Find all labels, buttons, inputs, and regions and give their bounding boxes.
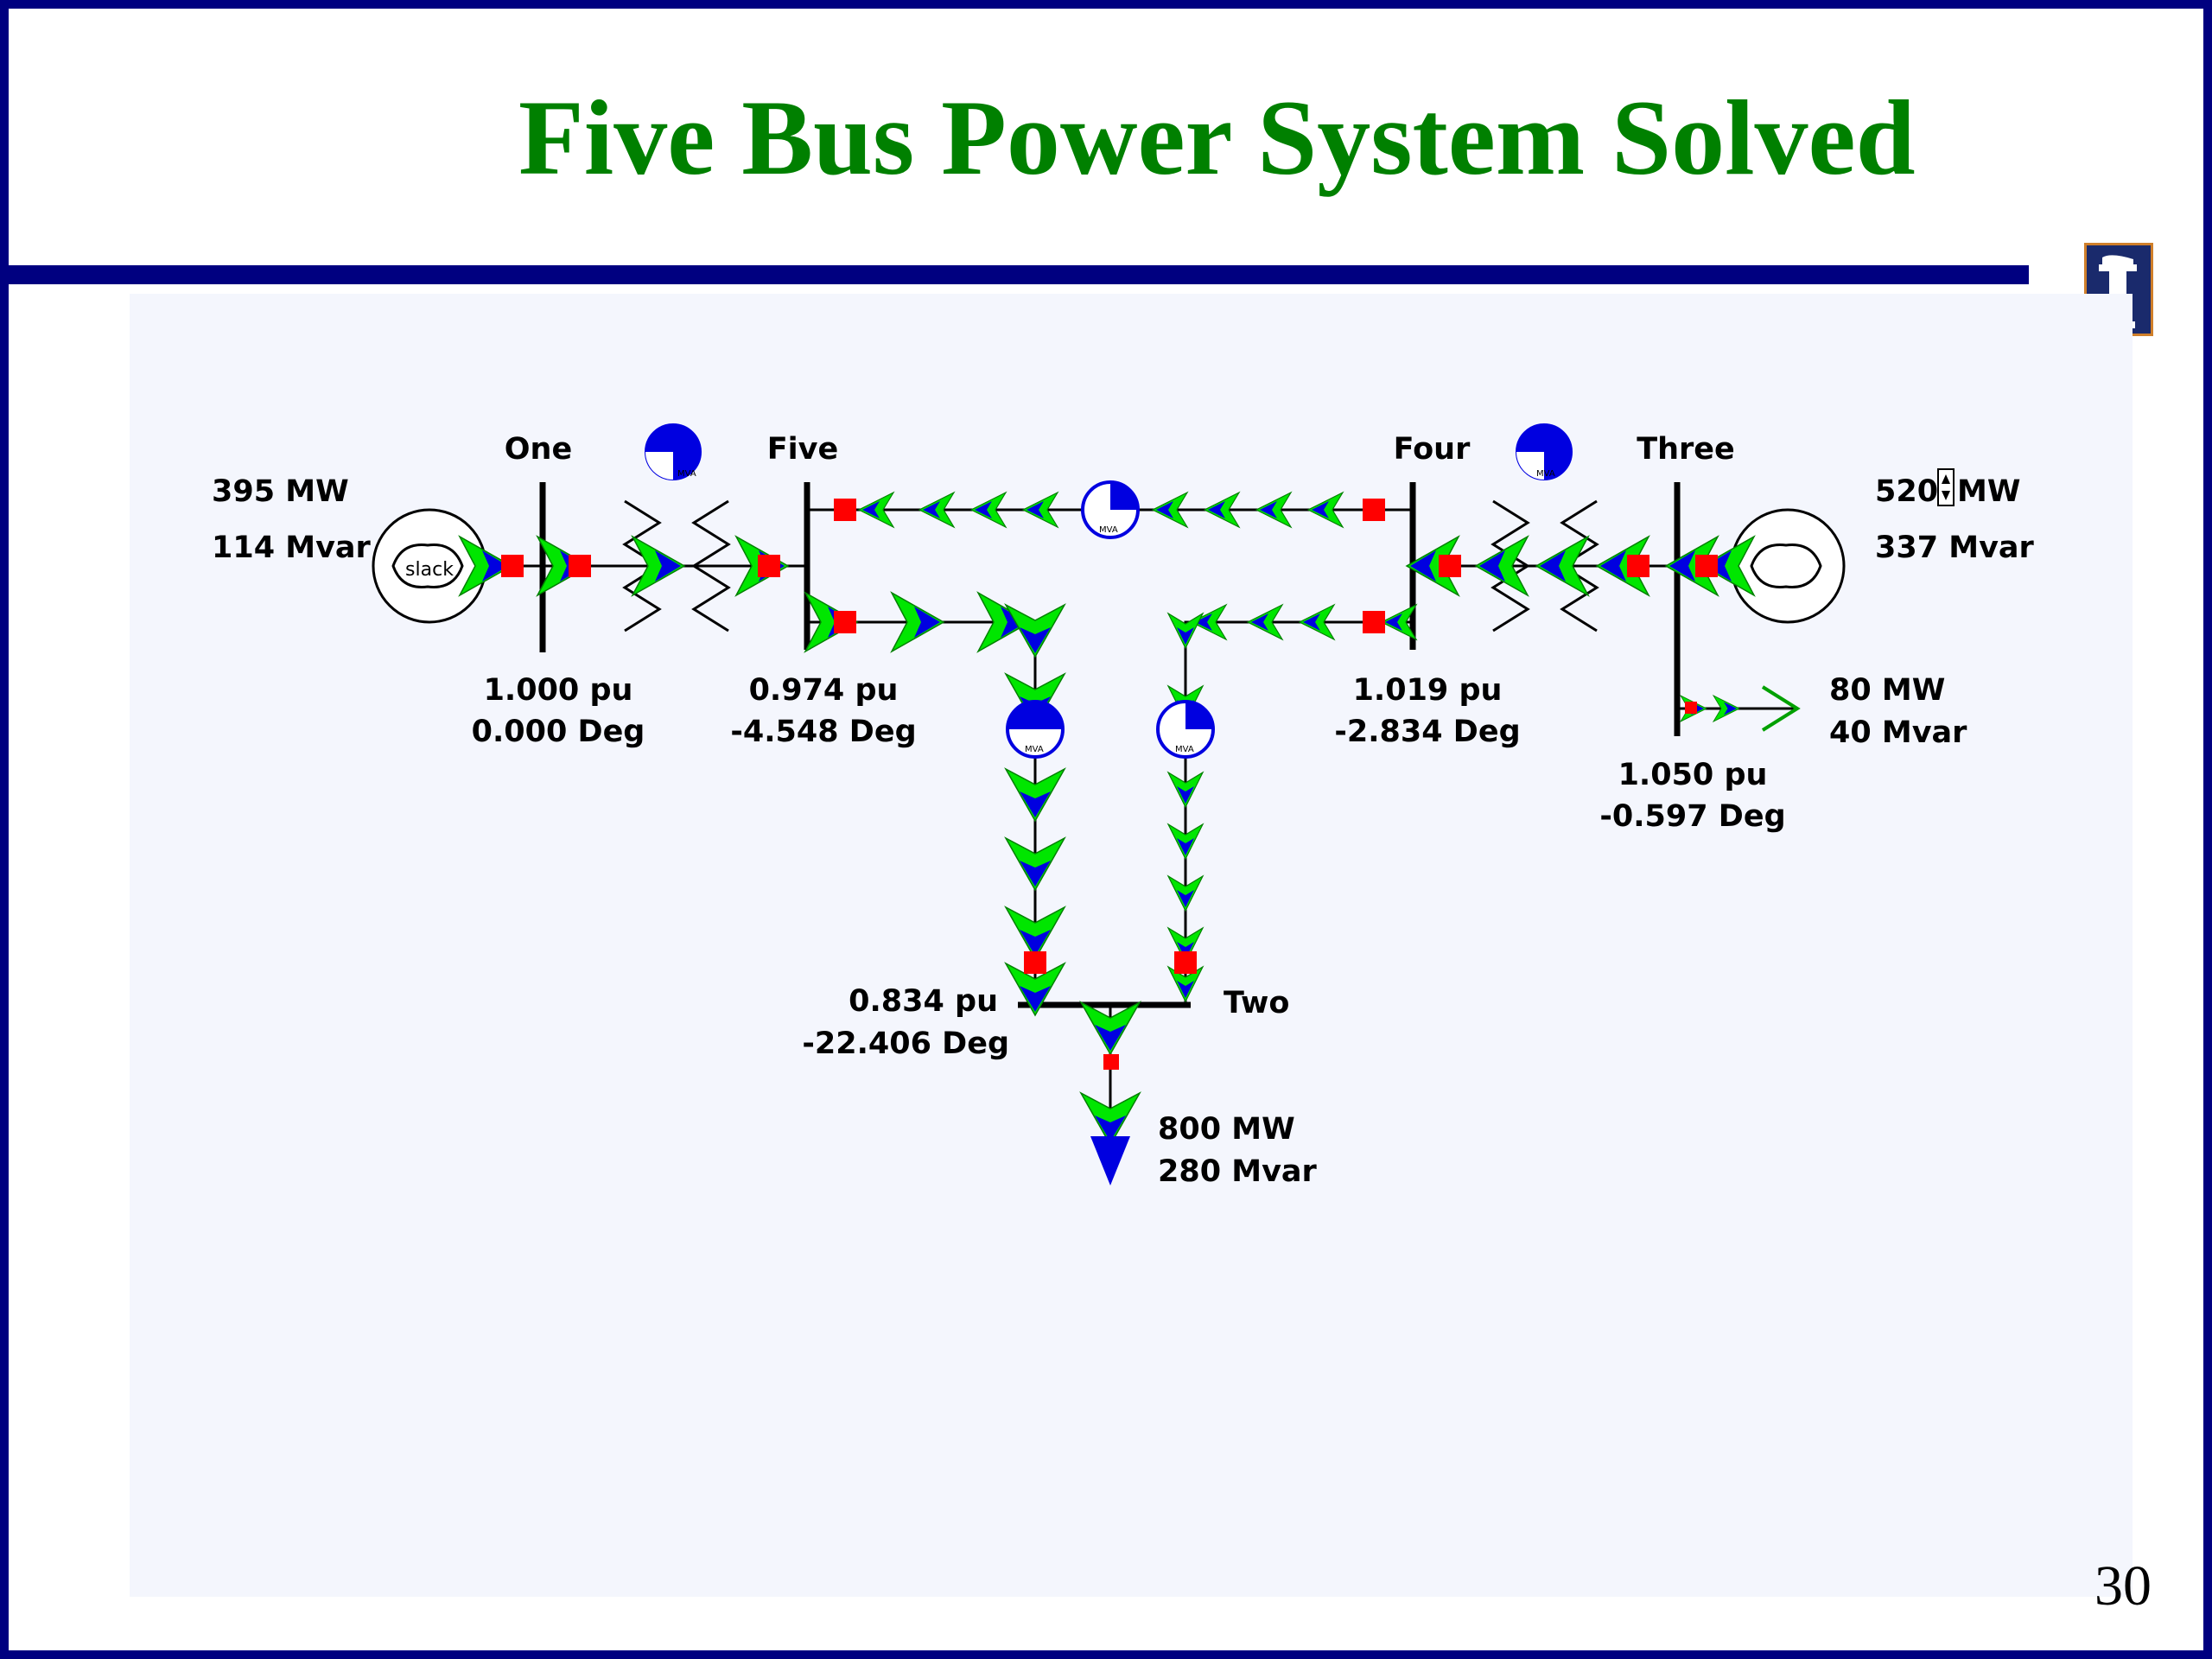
bus-five-angle: -4.548 Deg bbox=[730, 715, 916, 749]
breaker-square-icon[interactable] bbox=[501, 555, 524, 577]
breaker-square-icon[interactable] bbox=[1439, 555, 1461, 577]
mva-pie-icon: MVA bbox=[1156, 700, 1215, 759]
load-three-mvar: 40 Mvar bbox=[1829, 715, 1967, 750]
bus-name-four: Four bbox=[1394, 432, 1471, 467]
bus-name-two: Two bbox=[1224, 986, 1289, 1020]
bus-two-voltage: 0.834 pu bbox=[849, 984, 998, 1019]
breaker-square-icon[interactable] bbox=[1103, 1054, 1119, 1070]
breaker-square-icon[interactable] bbox=[1174, 951, 1197, 974]
breaker-square-icon[interactable] bbox=[1363, 499, 1385, 521]
slide-title: Five Bus Power System Solved bbox=[518, 79, 1916, 197]
mva-pie-icon: MVA bbox=[1081, 480, 1140, 539]
svg-text:MVA: MVA bbox=[677, 469, 696, 479]
slack-label: slack bbox=[405, 559, 454, 581]
mva-pie-icon: MVA bbox=[1006, 700, 1065, 759]
breaker-square-icon[interactable] bbox=[1363, 611, 1385, 633]
gen-three-mw[interactable]: 520 bbox=[1875, 474, 1938, 509]
svg-text:MVA: MVA bbox=[1099, 525, 1118, 535]
breaker-square-icon[interactable] bbox=[569, 555, 591, 577]
breaker-square-icon[interactable] bbox=[834, 611, 856, 633]
load-two-mw: 800 MW bbox=[1158, 1112, 1295, 1147]
spinner-icon[interactable] bbox=[1937, 468, 1955, 506]
bus-five-voltage: 0.974 pu bbox=[749, 673, 899, 708]
load-three-mw: 80 MW bbox=[1829, 673, 1945, 708]
breaker-square-icon[interactable] bbox=[1627, 555, 1649, 577]
breaker-square-icon[interactable] bbox=[1685, 702, 1697, 714]
generator-circle-icon[interactable] bbox=[1730, 508, 1846, 624]
gen-one-mw: 395 MW bbox=[212, 474, 349, 509]
load-arrow-three bbox=[1761, 685, 1801, 732]
mva-pie-icon: MVA bbox=[645, 423, 702, 480]
load-arrow-two bbox=[1090, 1136, 1130, 1185]
flow-arrow-icon bbox=[1167, 613, 1204, 649]
page-number: 30 bbox=[2094, 1554, 2152, 1618]
gen-three-mw-unit: MW bbox=[1957, 474, 2020, 509]
bus-two-angle: -22.406 Deg bbox=[802, 1027, 1009, 1061]
svg-text:MVA: MVA bbox=[1025, 745, 1044, 754]
bus-four-voltage: 1.019 pu bbox=[1353, 673, 1503, 708]
gen-three-mvar: 337 Mvar bbox=[1875, 531, 2035, 565]
breaker-square-icon[interactable] bbox=[1695, 555, 1718, 577]
line-four-two bbox=[1184, 620, 1413, 1005]
gen-one-mvar: 114 Mvar bbox=[212, 531, 372, 565]
bus-four-angle: -2.834 Deg bbox=[1334, 715, 1520, 749]
mva-pie-icon: MVA bbox=[1516, 423, 1573, 480]
bus-three-angle: -0.597 Deg bbox=[1599, 799, 1785, 834]
load-two-mvar: 280 Mvar bbox=[1158, 1154, 1318, 1189]
svg-text:MVA: MVA bbox=[1175, 745, 1194, 754]
bus-name-one: One bbox=[505, 432, 572, 467]
breaker-square-icon[interactable] bbox=[1024, 951, 1046, 974]
bus-name-five: Five bbox=[767, 432, 838, 467]
generator-circle-icon[interactable]: slack bbox=[372, 508, 487, 624]
breaker-square-icon[interactable] bbox=[758, 555, 780, 577]
breaker-square-icon[interactable] bbox=[834, 499, 856, 521]
svg-text:MVA: MVA bbox=[1536, 469, 1555, 479]
bus-name-three: Three bbox=[1637, 432, 1735, 467]
bus-three-voltage: 1.050 pu bbox=[1618, 758, 1768, 792]
bus-one-angle: 0.000 Deg bbox=[472, 715, 645, 749]
bus-one-voltage: 1.000 pu bbox=[484, 673, 633, 708]
title-rule bbox=[7, 265, 2029, 284]
